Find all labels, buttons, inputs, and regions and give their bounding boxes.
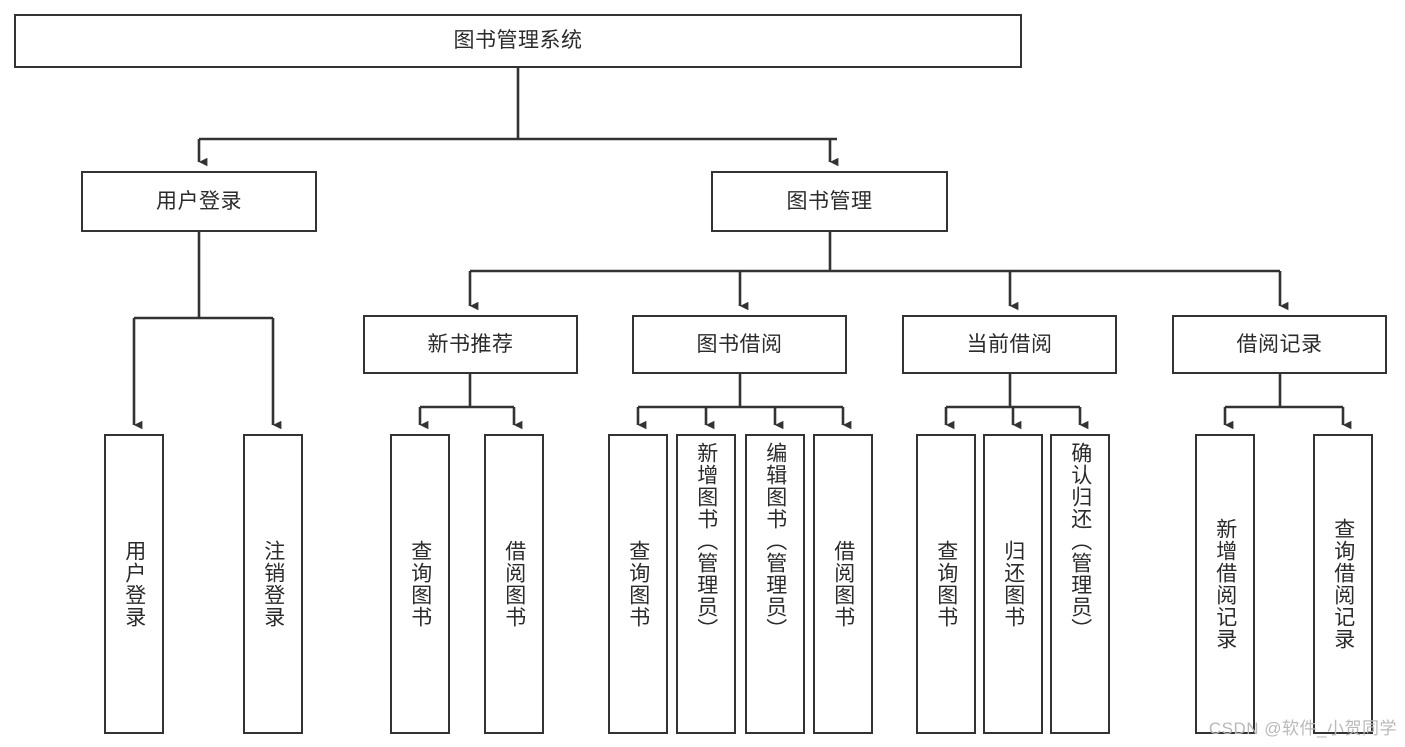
node-leaf-logout-label: 注销登录	[261, 540, 285, 628]
node-book-borrow[interactable]: 图书借阅	[632, 315, 847, 374]
node-leaf-add-record[interactable]: 新增借阅记录	[1195, 434, 1255, 734]
node-leaf-query-book-3[interactable]: 查询图书	[916, 434, 976, 734]
node-borrow-record[interactable]: 借阅记录	[1172, 315, 1387, 374]
node-root[interactable]: 图书管理系统	[14, 14, 1022, 68]
node-leaf-query-book-2[interactable]: 查询图书	[608, 434, 668, 734]
node-user-login[interactable]: 用户登录	[81, 171, 317, 232]
node-leaf-add-book-label: 新增图书（管理员）	[694, 442, 718, 640]
node-new-book-rec[interactable]: 新书推荐	[363, 315, 578, 374]
node-leaf-add-book[interactable]: 新增图书（管理员）	[676, 434, 736, 734]
node-leaf-edit-book[interactable]: 编辑图书（管理员）	[745, 434, 805, 734]
node-leaf-query-book-1[interactable]: 查询图书	[390, 434, 450, 734]
node-root-label: 图书管理系统	[453, 29, 583, 53]
node-leaf-add-record-label: 新增借阅记录	[1213, 518, 1237, 650]
node-leaf-borrow-book-2-label: 借阅图书	[831, 540, 855, 628]
node-leaf-query-book-2-label: 查询图书	[626, 540, 650, 628]
node-leaf-user-login-label: 用户登录	[122, 540, 146, 628]
node-leaf-logout[interactable]: 注销登录	[243, 434, 303, 734]
node-new-book-rec-label: 新书推荐	[427, 332, 514, 356]
node-leaf-user-login[interactable]: 用户登录	[104, 434, 164, 734]
node-leaf-borrow-book-1[interactable]: 借阅图书	[484, 434, 544, 734]
node-leaf-borrow-book-2[interactable]: 借阅图书	[813, 434, 873, 734]
node-user-login-label: 用户登录	[156, 189, 242, 213]
node-leaf-query-book-1-label: 查询图书	[408, 540, 432, 628]
node-leaf-query-book-3-label: 查询图书	[934, 540, 958, 628]
node-leaf-edit-book-label: 编辑图书（管理员）	[763, 442, 787, 640]
node-current-borrow[interactable]: 当前借阅	[902, 315, 1117, 374]
node-leaf-return-book[interactable]: 归还图书	[983, 434, 1043, 734]
node-leaf-return-book-label: 归还图书	[1001, 540, 1025, 628]
node-borrow-record-label: 借阅记录	[1236, 332, 1323, 356]
node-leaf-confirm-return[interactable]: 确认归还（管理员）	[1050, 434, 1110, 734]
node-leaf-confirm-return-label: 确认归还（管理员）	[1068, 442, 1092, 640]
node-book-manage-label: 图书管理	[786, 189, 873, 213]
node-book-borrow-label: 图书借阅	[696, 332, 783, 356]
node-leaf-query-record-label: 查询借阅记录	[1331, 518, 1355, 650]
node-leaf-borrow-book-1-label: 借阅图书	[502, 540, 526, 628]
node-leaf-query-record[interactable]: 查询借阅记录	[1313, 434, 1373, 734]
node-book-manage[interactable]: 图书管理	[711, 171, 948, 232]
node-current-borrow-label: 当前借阅	[966, 332, 1053, 356]
